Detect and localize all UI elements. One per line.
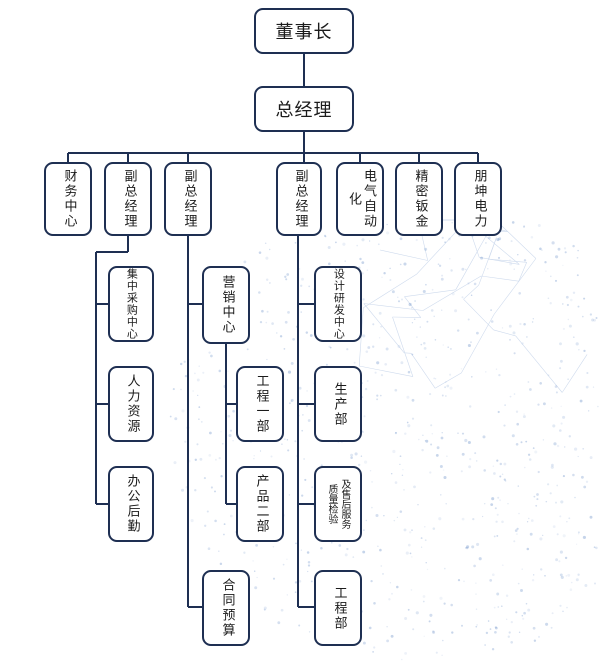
production-dept-label: 生产部	[331, 381, 347, 427]
engineering-dept-label: 工程部	[331, 585, 347, 631]
vice-gm-3-label: 副总经理	[292, 169, 308, 229]
electric-automation-box: 电气自动化	[336, 162, 384, 236]
quality-inspection-text: 及售后服务 质量检验	[326, 479, 350, 529]
design-rnd-center-label: 设计研发中心	[332, 268, 346, 340]
product-dept-2-box: 产品二部	[236, 466, 284, 542]
electric-automation-label: 电气自动化	[346, 169, 376, 229]
precision-sheet-metal-label: 精密钣金	[412, 169, 428, 229]
general-manager-label: 总经理	[275, 100, 333, 121]
engineering-dept-1-label: 工程一部	[253, 374, 269, 434]
after-sales-service-label: 及售后服务	[339, 479, 350, 529]
marketing-center-box: 营销中心	[202, 266, 250, 344]
product-dept-2-label: 产品二部	[253, 474, 269, 534]
marketing-center-label: 营销中心	[219, 275, 235, 335]
precision-sheet-metal-box: 精密钣金	[395, 162, 443, 236]
engineering-dept-1-box: 工程一部	[236, 366, 284, 442]
human-resources-label: 人力资源	[124, 374, 140, 434]
design-rnd-center-box: 设计研发中心	[314, 266, 362, 342]
chairman-box: 董事长	[254, 8, 354, 54]
general-manager-box: 总经理	[254, 86, 354, 132]
vice-gm-3-box: 副总经理	[276, 162, 322, 236]
human-resources-box: 人力资源	[108, 366, 154, 442]
office-logistics-box: 办公后勤	[108, 466, 154, 542]
pengkun-power-label: 朋坤电力	[471, 169, 487, 229]
vice-gm-2-label: 副总经理	[181, 169, 197, 229]
production-dept-box: 生产部	[314, 366, 362, 442]
vice-gm-2-box: 副总经理	[164, 162, 212, 236]
pengkun-power-box: 朋坤电力	[454, 162, 502, 236]
quality-inspection-label: 质量检验	[326, 484, 337, 524]
office-logistics-label: 办公后勤	[124, 474, 140, 534]
quality-inspection-box: 及售后服务 质量检验	[314, 466, 362, 542]
central-procurement-box: 集中采购中心	[108, 266, 154, 342]
contract-budget-label: 合同预算	[219, 578, 235, 638]
vice-gm-1-box: 副总经理	[104, 162, 152, 236]
finance-center-box: 财务中心	[44, 162, 92, 236]
finance-center-label: 财务中心	[61, 169, 77, 229]
engineering-dept-box: 工程部	[314, 570, 362, 646]
central-procurement-label: 集中采购中心	[125, 268, 139, 340]
vice-gm-1-label: 副总经理	[121, 169, 137, 229]
contract-budget-box: 合同预算	[202, 570, 250, 646]
chairman-label: 董事长	[275, 22, 333, 43]
